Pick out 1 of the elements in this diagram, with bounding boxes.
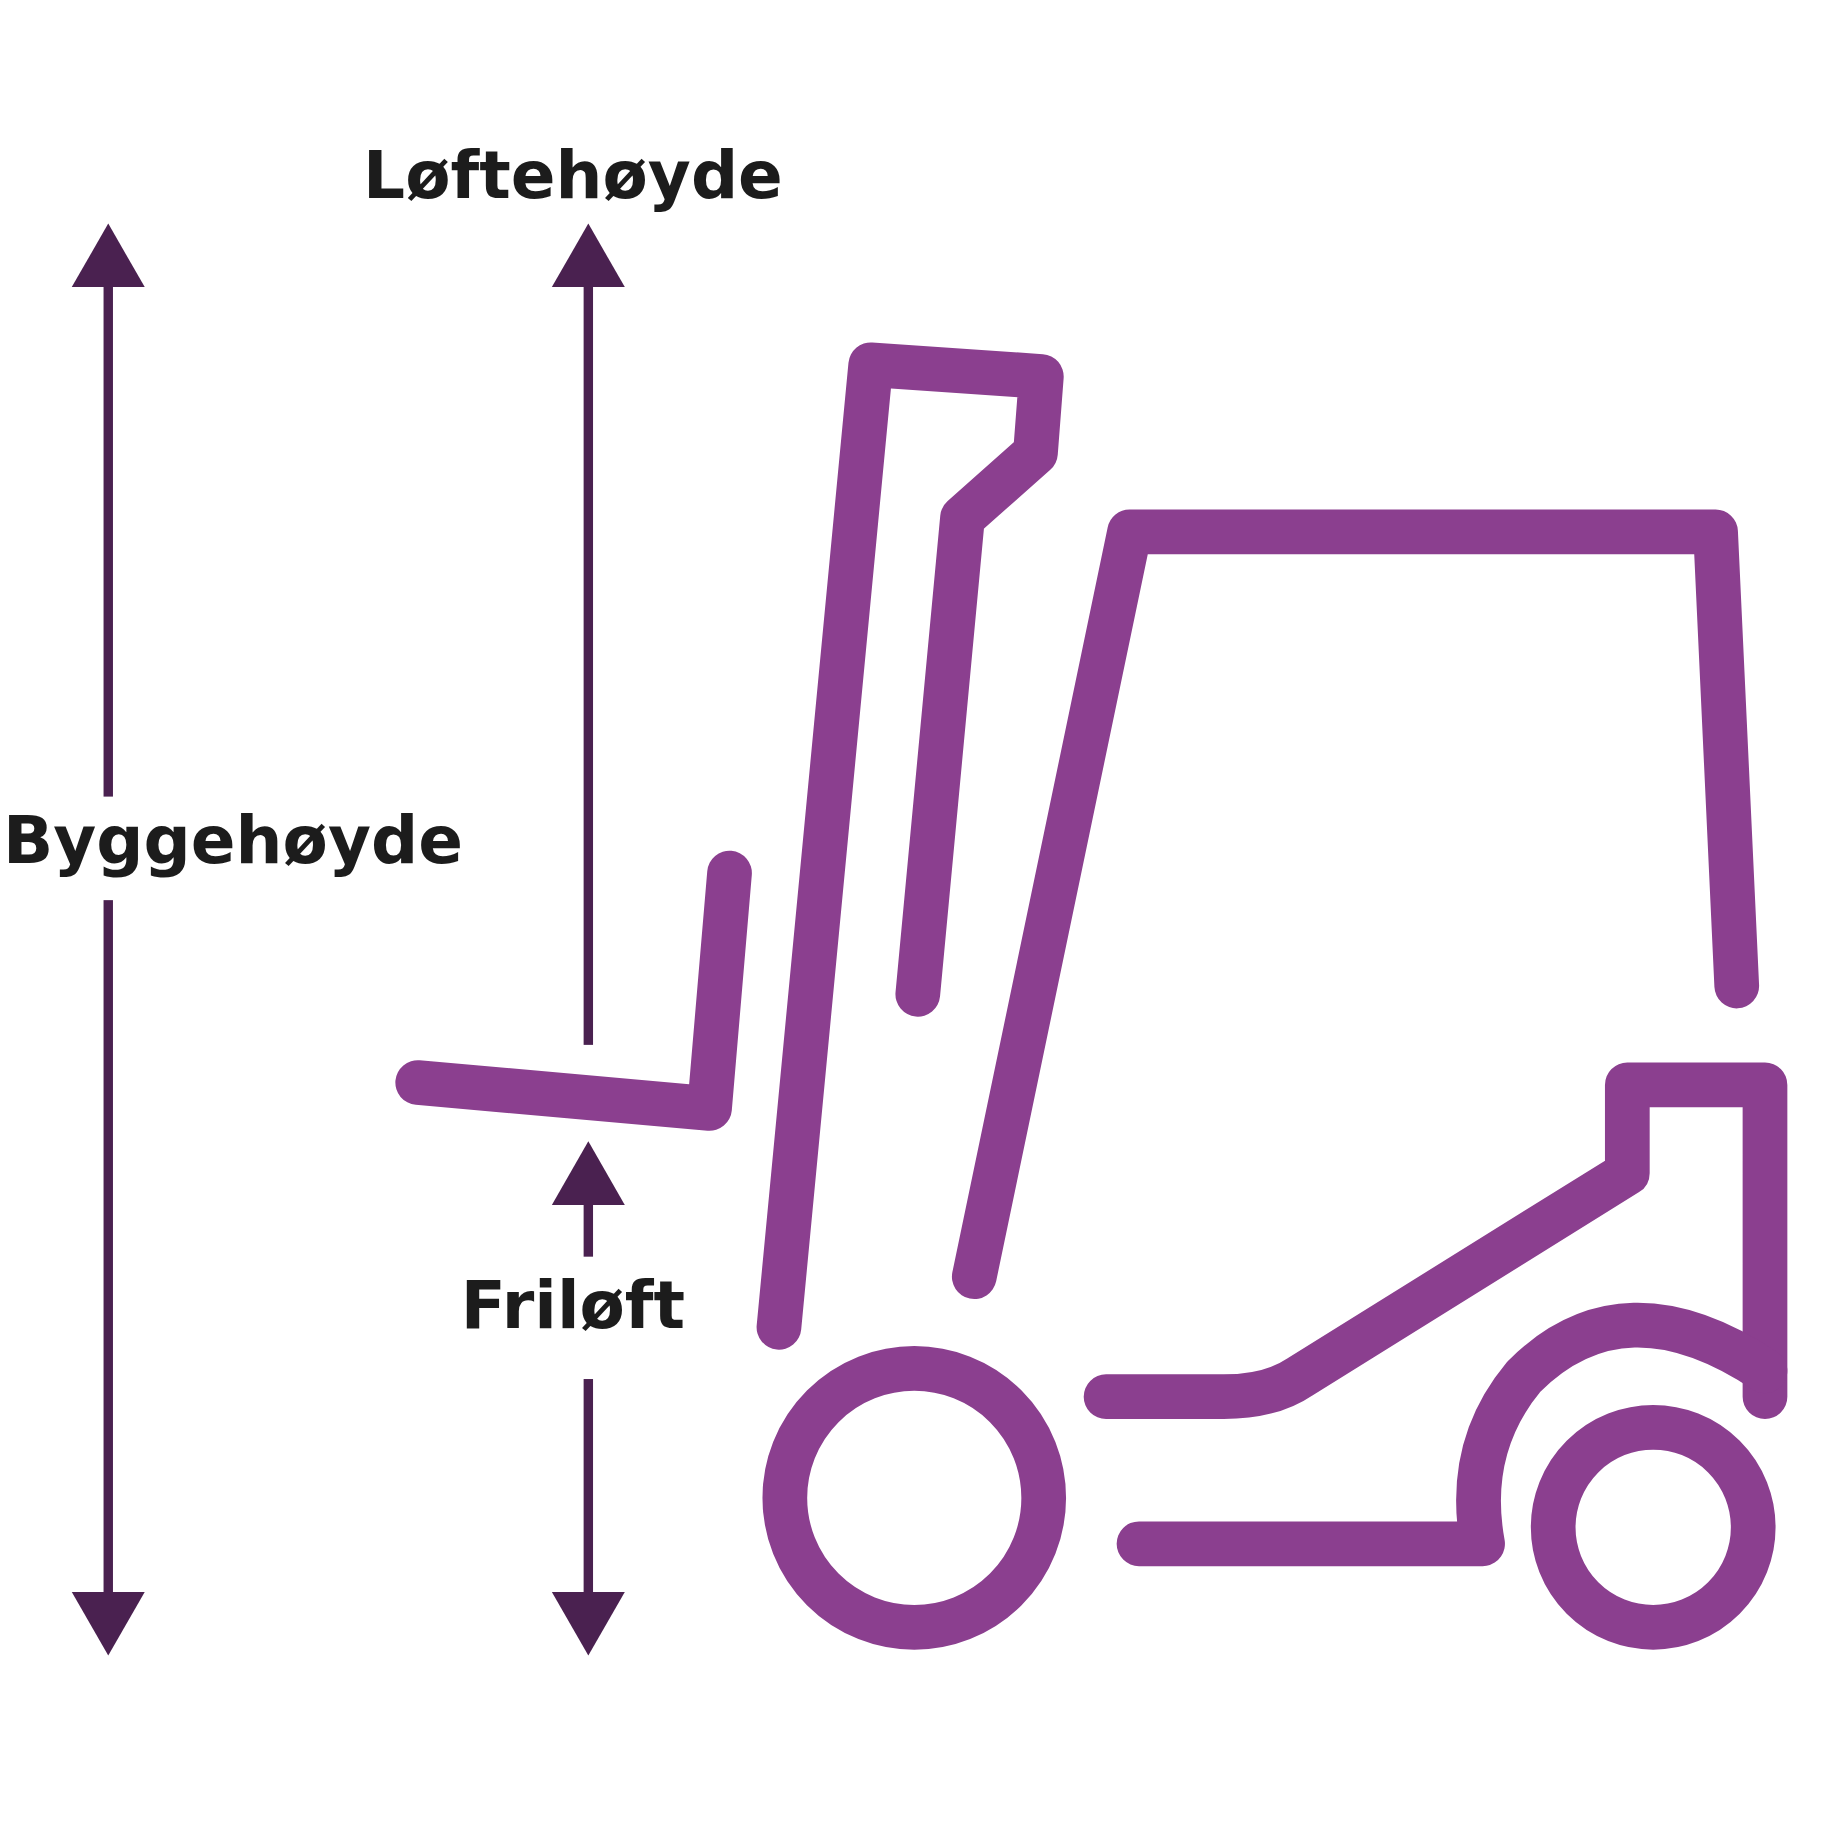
dimension-label: Friløft bbox=[460, 1273, 686, 1339]
